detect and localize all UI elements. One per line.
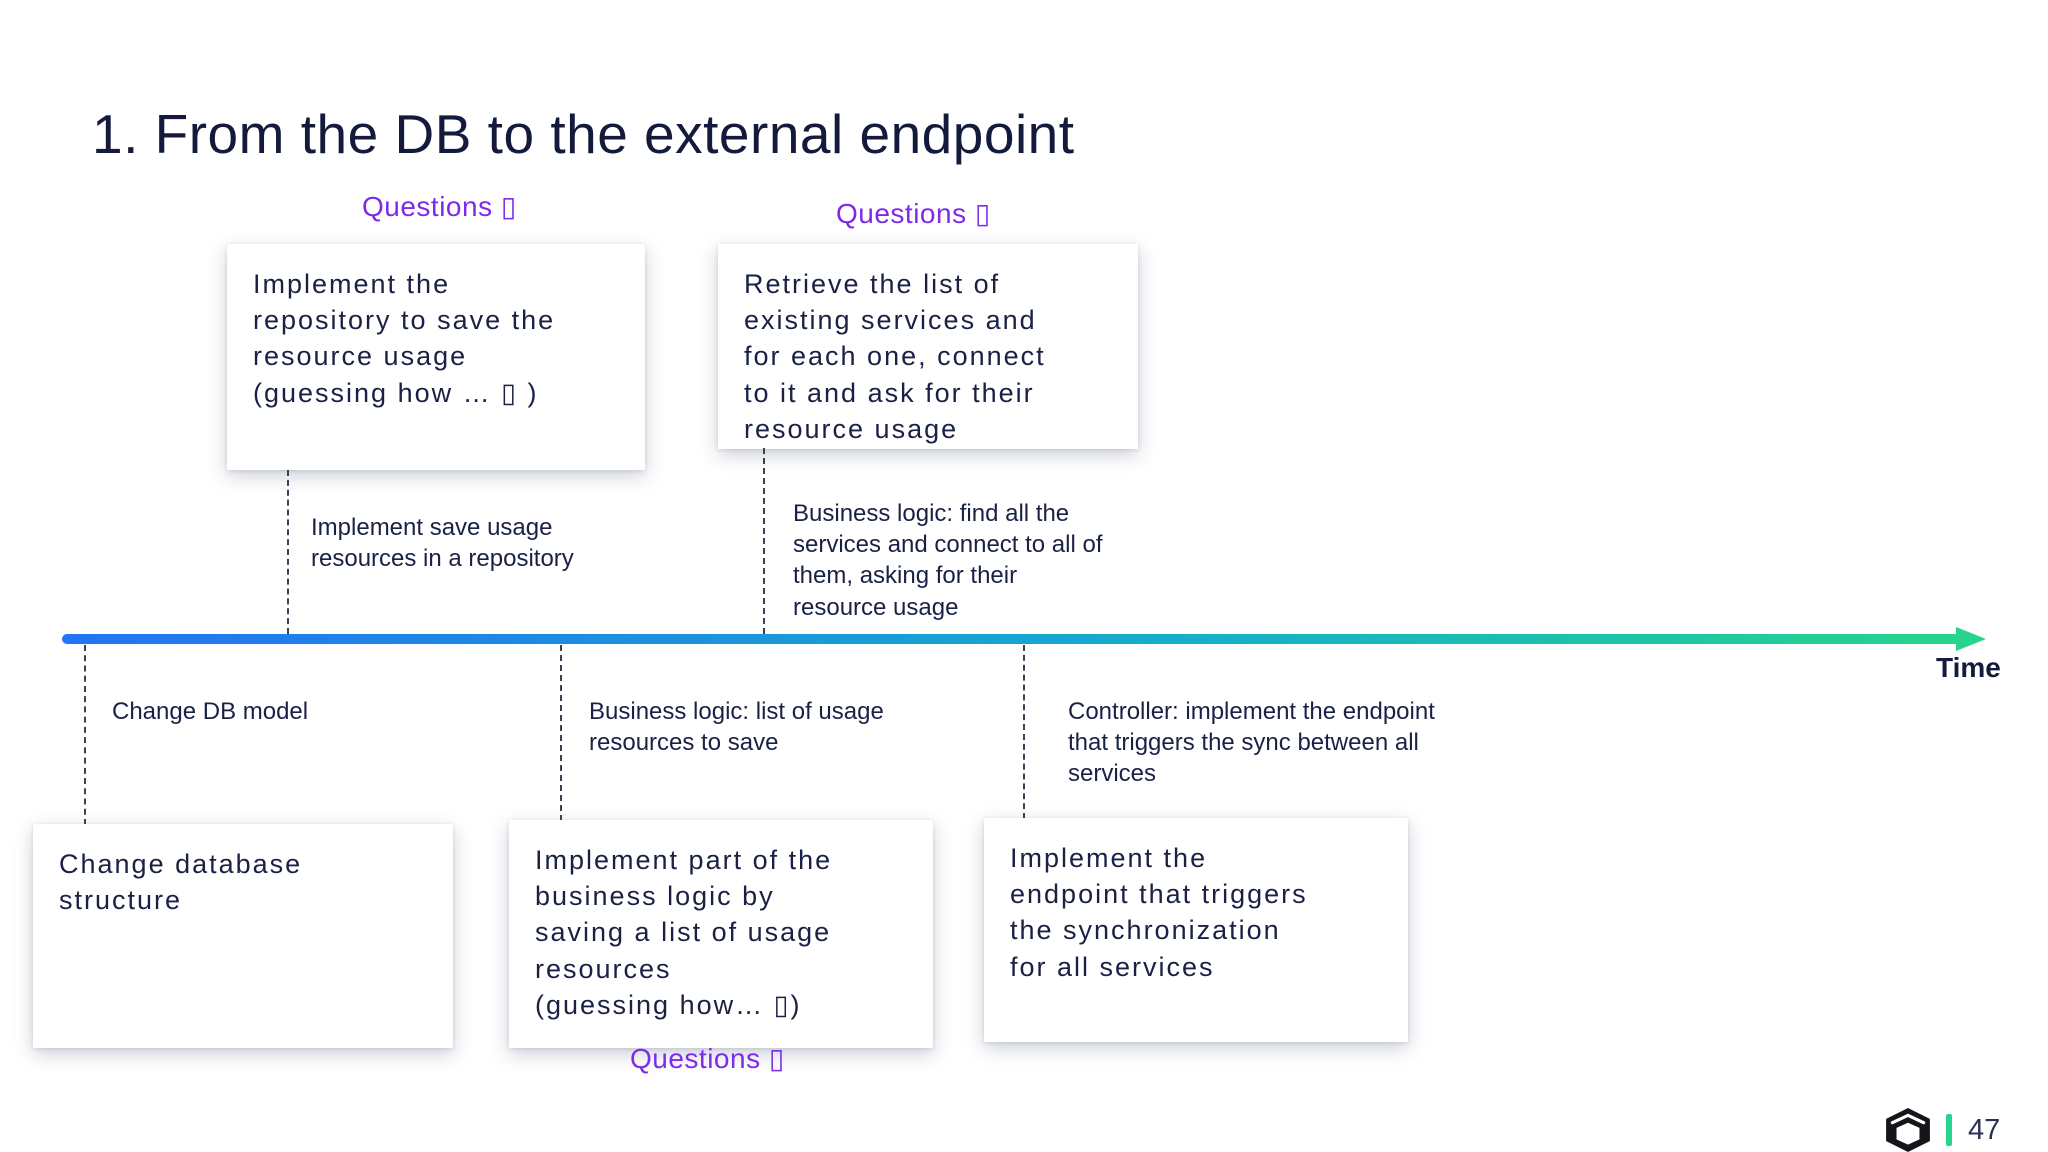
connector-top-1 — [287, 470, 289, 634]
questions-label-top-1: Questions ▯ — [362, 191, 517, 222]
timeline-axis — [62, 634, 1960, 644]
annotation-change-db-model: Change DB model — [112, 698, 309, 725]
card-implement-repository: Implement the repository to save the res… — [227, 244, 645, 470]
connector-bottom-1 — [84, 645, 86, 825]
timeline-axis-label: Time — [1936, 652, 2001, 683]
card-change-database: Change database structure — [33, 824, 453, 1048]
timeline-arrow-icon — [1956, 627, 1986, 651]
questions-label-top-2: Questions ▯ — [836, 198, 991, 229]
annotation-controller-endpoint: Controller: implement the endpoint that … — [1068, 698, 1435, 788]
annotation-find-services: Business logic: find all the services an… — [793, 500, 1103, 621]
footer-divider — [1946, 1114, 1952, 1146]
card-endpoint-sync: Implement the endpoint that triggers the… — [984, 818, 1408, 1042]
annotation-list-usage-resources: Business logic: list of usage resources … — [589, 698, 884, 757]
questions-label-bottom: Questions ▯ — [630, 1043, 785, 1074]
footer: 47 — [1884, 1108, 2000, 1152]
page-number: 47 — [1968, 1113, 2001, 1146]
slide-title: 1. From the DB to the external endpoint — [92, 103, 1075, 165]
card-retrieve-services: Retrieve the list of existing services a… — [718, 244, 1138, 449]
cube-logo-icon — [1886, 1108, 1930, 1152]
connector-bottom-3 — [1023, 645, 1025, 819]
card-business-logic-save: Implement part of the business logic by … — [509, 820, 933, 1048]
annotation-save-usage: Implement save usage resources in a repo… — [311, 514, 574, 573]
connector-bottom-2 — [560, 645, 562, 821]
connector-top-2 — [763, 448, 765, 634]
